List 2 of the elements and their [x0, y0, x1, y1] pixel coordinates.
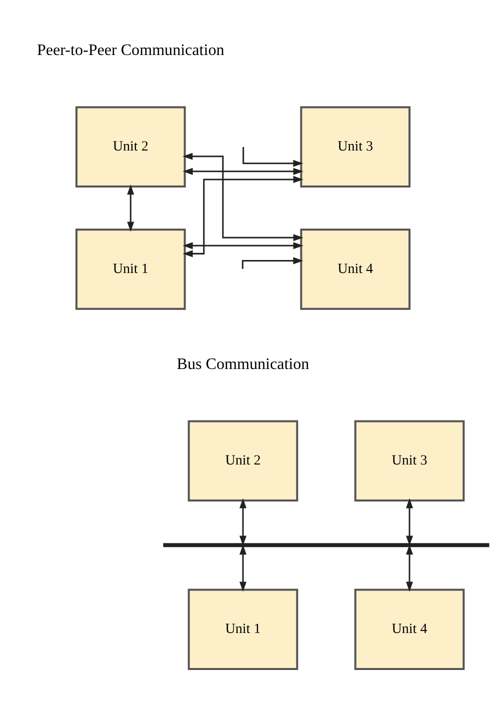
label: Bus Communication	[176, 355, 310, 372]
label: Peer-to-Peer Communication	[36, 41, 224, 58]
